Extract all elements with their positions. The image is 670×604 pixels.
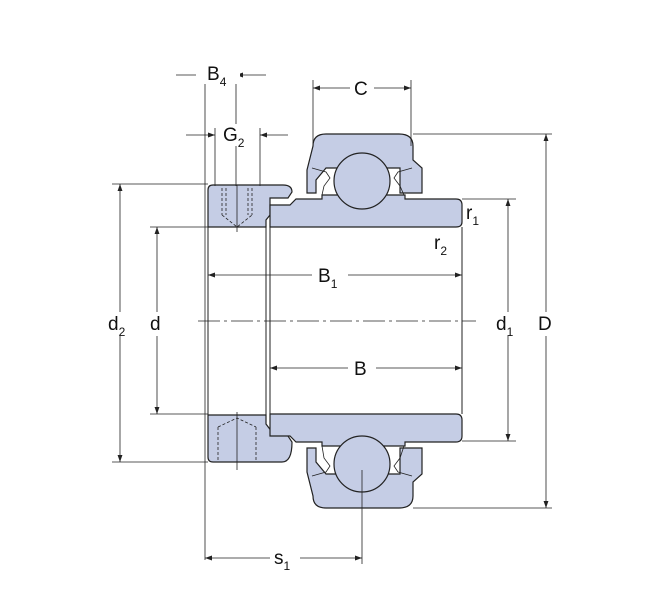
label-r2: r2 (434, 233, 447, 258)
label-r1: r1 (466, 203, 479, 228)
label-B4: B4 (207, 64, 227, 89)
label-D: D (538, 314, 552, 335)
set-screw-upper (221, 185, 253, 232)
label-B: B (354, 359, 367, 380)
inner-ring-upper-section (269, 194, 463, 228)
label-G2: G2 (223, 125, 245, 150)
seal-lower-right (393, 445, 413, 477)
seal-lower-left (311, 445, 331, 477)
label-C: C (354, 79, 368, 100)
label-s1: s1 (274, 548, 291, 573)
dimension-labels: B4 G2 C r1 r2 B1 B d2 d d1 D s1 (104, 62, 559, 573)
seal-upper-right (393, 167, 413, 196)
seal-upper-left (311, 167, 331, 196)
ball-upper (333, 152, 391, 210)
label-d2: d2 (108, 314, 126, 339)
bearing-cross-section (207, 133, 463, 509)
label-d1: d1 (496, 314, 514, 339)
set-screw-lower (217, 412, 257, 470)
collar-lower-section (207, 414, 293, 463)
label-B1: B1 (318, 266, 338, 291)
collar-upper-section (207, 184, 293, 228)
label-d: d (150, 314, 161, 335)
